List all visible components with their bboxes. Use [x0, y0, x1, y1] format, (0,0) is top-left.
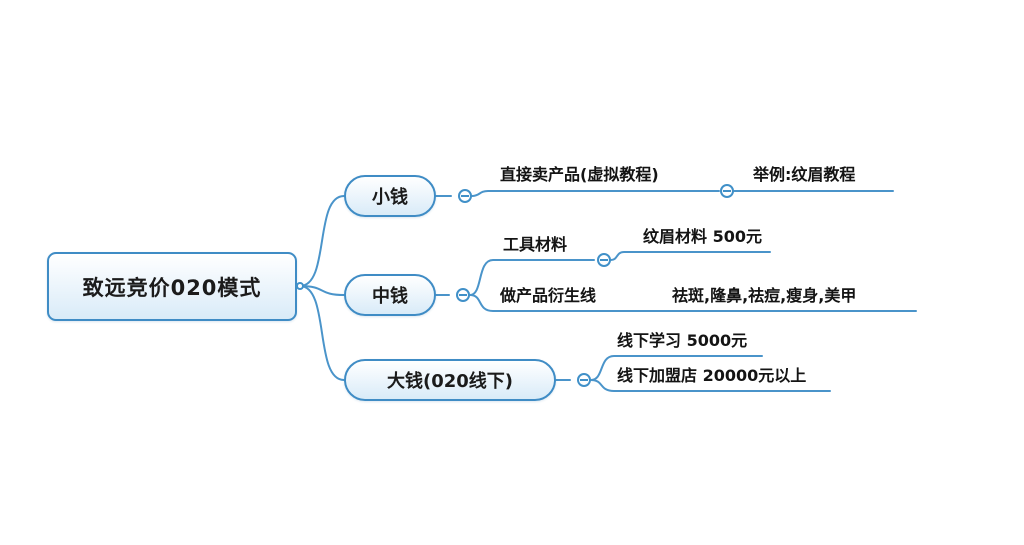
edge-minus-to-sell-product — [471, 190, 720, 197]
leaf-node-derivative-list[interactable]: 祛斑,隆鼻,祛痘,瘦身,美甲 — [672, 286, 857, 305]
edge-minus-to-offline-store — [590, 379, 831, 392]
root-node[interactable]: 致远竞价020模式 — [47, 252, 297, 321]
leaf-node-tools[interactable]: 工具材料 — [503, 235, 568, 254]
collapse-minus-icon-medium-branch[interactable] — [456, 288, 470, 302]
leaf-node-offline-store[interactable]: 线下加盟店 20000元以上 — [617, 366, 807, 385]
branch-node-big-money[interactable]: 大钱(020线下) — [344, 359, 556, 401]
leaf-node-derivatives[interactable]: 做产品衍生线 — [500, 286, 597, 305]
edge-root-to-xiaoqian — [299, 195, 345, 287]
collapse-minus-icon-big-branch[interactable] — [577, 373, 591, 387]
edge-root-to-zhongqian — [299, 285, 345, 296]
edge-minus-to-offline-study — [590, 355, 763, 381]
edge-root-to-daqian — [299, 285, 345, 381]
collapse-minus-icon-sell-product[interactable] — [720, 184, 734, 198]
branch-node-medium-money[interactable]: 中钱 — [344, 274, 436, 316]
leaf-node-offline-study[interactable]: 线下学习 5000元 — [617, 331, 748, 350]
leaf-node-example[interactable]: 举例:纹眉教程 — [753, 165, 856, 184]
branch-node-small-money[interactable]: 小钱 — [344, 175, 436, 217]
collapse-minus-icon-small-branch[interactable] — [458, 189, 472, 203]
collapse-minus-icon-tools[interactable] — [597, 253, 611, 267]
edge-minus-to-tools — [469, 259, 595, 296]
leaf-node-sell-product[interactable]: 直接卖产品(虚拟教程) — [500, 165, 659, 184]
leaf-node-tools-price[interactable]: 纹眉材料 500元 — [643, 227, 762, 246]
root-connector-dot-icon — [296, 282, 304, 290]
edge-minus-to-tools-price — [610, 251, 771, 261]
edge-minus-to-derivatives — [469, 294, 917, 312]
